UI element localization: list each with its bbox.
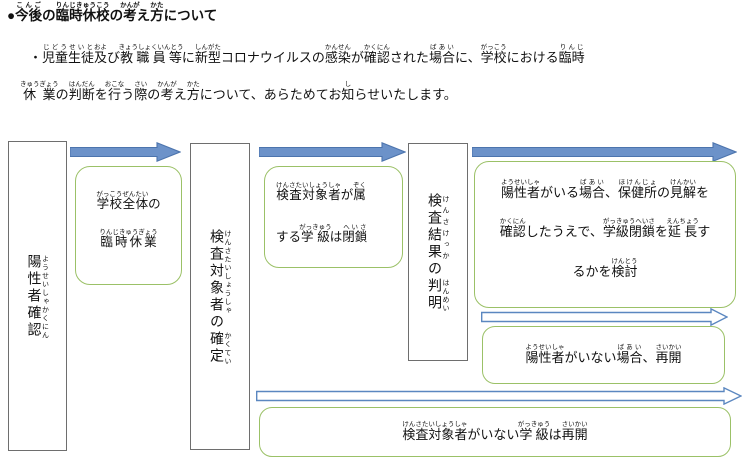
flow-note-school-wide-closure: 学校全体がっこうぜんたいの 臨時休業りんじきゅうぎょう — [75, 166, 182, 285]
stage-label: 検査対象者けんさたいしょうしゃの確定かくてい — [209, 228, 232, 365]
note-line: るかを検討けんとう — [572, 257, 638, 279]
stage-label: 陽性者ようせいしゃ確認かくにん — [26, 253, 49, 339]
page-title-text: 今後こんごの臨時休校りんじきゅうこうの考かんがえ方かたについて — [15, 2, 218, 23]
right-arrow-icon — [259, 142, 406, 162]
flow-note-class-closed: 検査対象者けんさたいしょうしゃが属ぞく する学級がっきゅうは閉鎖へいさ — [264, 166, 403, 268]
note-line: 確認かくにんしたうえで、学級閉鎖がっきゅうへいさを延長えんちょうす — [499, 218, 711, 240]
right-arrow-icon — [70, 142, 181, 162]
flow-note-no-positive-reopen: 陽性者ようせいしゃがいない場合ばあい、再開さいかい — [482, 326, 725, 384]
body-paragraph-line-2: 休業きゅうぎょうの判断はんだんを行おこなう際さいの考かんがえ方かたについて、あら… — [20, 81, 457, 102]
flow-stage-positive-confirmed: 陽性者ようせいしゃ確認かくにん — [8, 141, 67, 451]
note-line: 陽性者ようせいしゃがいる場合ばあい、保健所ほけんじょの見解けんかいを — [500, 179, 710, 200]
body-paragraph-line-1: ・児童生徒じどうせいと及および教職員等きょうしょくいんとうに新型しんがたコロナウ… — [29, 44, 585, 65]
flow-note-no-subject-class-reopen: 検査対象者けんさたいしょうしゃがいない学級がっきゅうは再開さいかい — [259, 407, 731, 457]
stage-label: 検査結果けんさけっかの判明はんめい — [427, 192, 450, 312]
flow-stage-test-results: 検査結果けんさけっかの判明はんめい — [408, 143, 468, 361]
note-line: 検査対象者けんさたいしょうしゃがいない学級がっきゅうは再開さいかい — [402, 421, 588, 442]
list-bullet: ・ — [29, 50, 43, 65]
body-line-1-text: 児童生徒じどうせいと及および教職員等きょうしょくいんとうに新型しんがたコロナウイ… — [42, 44, 585, 65]
bullet-icon: ● — [7, 8, 16, 23]
outlined-right-arrow-icon — [481, 308, 728, 326]
outlined-right-arrow-icon — [256, 387, 742, 405]
note-line: 検査対象者けんさたいしょうしゃが属ぞく — [276, 182, 367, 202]
note-line: する学級がっきゅうは閉鎖へいさ — [276, 223, 368, 244]
note-line: 学校全体がっこうぜんたいの — [96, 191, 161, 211]
body-line-2-text: 休業きゅうぎょうの判断はんだんを行おこなう際さいの考かんがえ方かたについて、あら… — [20, 81, 457, 102]
flow-stage-test-subjects: 検査対象者けんさたいしょうしゃの確定かくてい — [190, 143, 250, 450]
page-title: ●今後こんごの臨時休校りんじきゅうこうの考かんがえ方かたについて — [7, 2, 217, 24]
note-line: 陽性者ようせいしゃがいない場合ばあい、再開さいかい — [525, 344, 682, 365]
note-line: 臨時休業りんじきゅうぎょう — [99, 228, 158, 249]
right-arrow-icon — [472, 142, 737, 162]
flow-note-consider-extension: 陽性者ようせいしゃがいる場合ばあい、保健所ほけんじょの見解けんかいを 確認かくに… — [474, 161, 736, 308]
